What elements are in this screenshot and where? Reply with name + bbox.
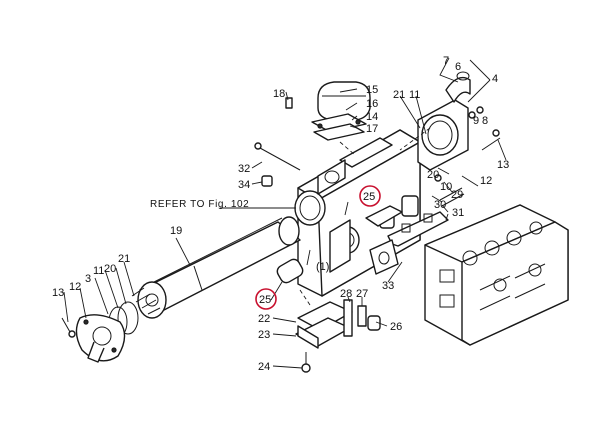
highlighted-callout-25-bottom: 25: [255, 288, 277, 310]
flange-gaskets: [365, 174, 465, 275]
callout-34: 34: [238, 179, 250, 191]
bolts-and-studs: [254, 97, 501, 187]
callout-4: 4: [492, 73, 498, 85]
callout-3: 3: [85, 273, 91, 285]
callout-16: 16: [366, 98, 378, 110]
callout-6: 6: [455, 61, 461, 73]
callout-12-left: 12: [69, 281, 81, 293]
callout-leaders: [63, 57, 507, 369]
callout-21-left: 21: [118, 253, 130, 265]
callout-29: 29: [451, 189, 463, 201]
callout-32: 32: [238, 163, 250, 175]
callout-13-left: 13: [52, 287, 64, 299]
end-cover-assembly: [61, 301, 139, 363]
highlight-ring: [255, 288, 277, 310]
callout-11-left: 11: [93, 265, 104, 277]
callout-28: 28: [340, 288, 352, 300]
callout-15: 15: [366, 84, 378, 96]
callout-25-top: 25: [363, 191, 375, 203]
callout-numbers: 18 15 16 14 17 32 34 19 13 12 3 11 20 21…: [52, 55, 509, 373]
callout-8: 8: [482, 115, 488, 127]
callout-23: 23: [258, 329, 270, 341]
callout-9: 9: [473, 115, 479, 127]
cooler-core: [131, 216, 301, 319]
lower-elbow-assembly: [276, 258, 381, 373]
callout-19: 19: [170, 225, 182, 237]
engine-block: [424, 204, 569, 346]
callout-26: 26: [390, 321, 402, 333]
callout-22: 22: [258, 313, 270, 325]
highlight-ring: [359, 185, 381, 207]
callout-12-right: 12: [480, 175, 492, 187]
reference-note: REFER TO Fig. 102: [150, 199, 249, 210]
callout-7: 7: [443, 55, 449, 67]
callout-30: 30: [434, 199, 446, 211]
callout-14: 14: [366, 111, 378, 123]
main-housing: [294, 129, 421, 297]
callout-17: 17: [366, 123, 378, 135]
callout-13-right: 13: [497, 159, 509, 171]
callout-18: 18: [273, 88, 285, 100]
callout-10: 10: [440, 181, 452, 193]
assembly-label: (1): [316, 261, 329, 273]
top-cover-assembly: [311, 81, 371, 156]
highlighted-callout-25-top: 25: [359, 185, 381, 207]
callout-31: 31: [452, 207, 464, 219]
callout-20-left: 20: [104, 263, 116, 275]
callout-11-right: 11: [409, 89, 420, 101]
callout-21-right: 21: [393, 89, 405, 101]
callout-27: 27: [356, 288, 368, 300]
callout-25-bottom: 25: [259, 294, 271, 306]
callout-24: 24: [258, 361, 270, 373]
outlet-elbow: [399, 71, 484, 171]
callout-33: 33: [382, 280, 394, 292]
callout-20-right: 20: [427, 169, 439, 181]
